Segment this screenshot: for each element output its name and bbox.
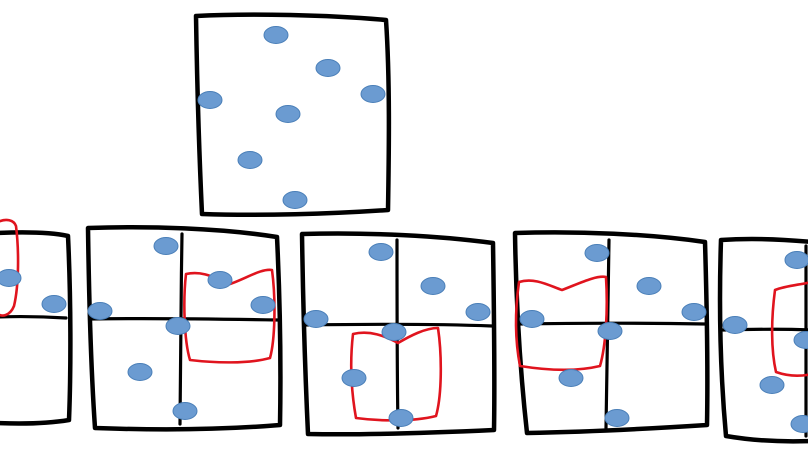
point [722,316,748,334]
source-box [193,12,392,218]
source-box-frame [193,12,392,218]
point [597,322,623,340]
point [41,295,67,313]
point [0,269,22,287]
quadrant-box-2 [85,225,283,432]
point [790,415,808,433]
point [263,26,289,44]
point [303,310,329,328]
quadrant-divider-horizontal [302,322,494,328]
point [759,376,785,394]
point [275,105,301,123]
quadrant-box-5 [717,236,808,444]
point [197,91,223,109]
point [681,303,707,321]
point [636,277,662,295]
point [604,409,630,427]
quadrant-box-frame [85,225,283,432]
quadrant-divider-horizontal [0,314,68,320]
selected-quadrant-outline [514,275,609,372]
point [282,191,308,209]
point [793,331,808,349]
point [237,151,263,169]
point [87,302,113,320]
quadrant-box-4 [512,230,710,436]
point [381,323,407,341]
quadrant-box-3 [299,231,497,437]
point [465,303,491,321]
quadrant-box-frame [0,230,73,426]
quadrant-box-1 [0,218,73,426]
point [420,277,446,295]
source-points [197,26,386,209]
point [172,402,198,420]
point [368,243,394,261]
point [388,409,414,427]
point [519,310,545,328]
point [341,369,367,387]
point [360,85,386,103]
point [153,237,179,255]
selected-quadrant-outline [770,281,808,377]
quadrant-box-frame [717,236,808,444]
point [207,271,233,289]
point [165,317,191,335]
point [315,59,341,77]
selected-quadrant-outline [350,326,443,422]
point [784,251,808,269]
quadrant-box-frame [299,231,497,437]
point [584,244,610,262]
point [558,369,584,387]
point [127,363,153,381]
selected-quadrant-outline [0,218,20,317]
point [250,296,276,314]
